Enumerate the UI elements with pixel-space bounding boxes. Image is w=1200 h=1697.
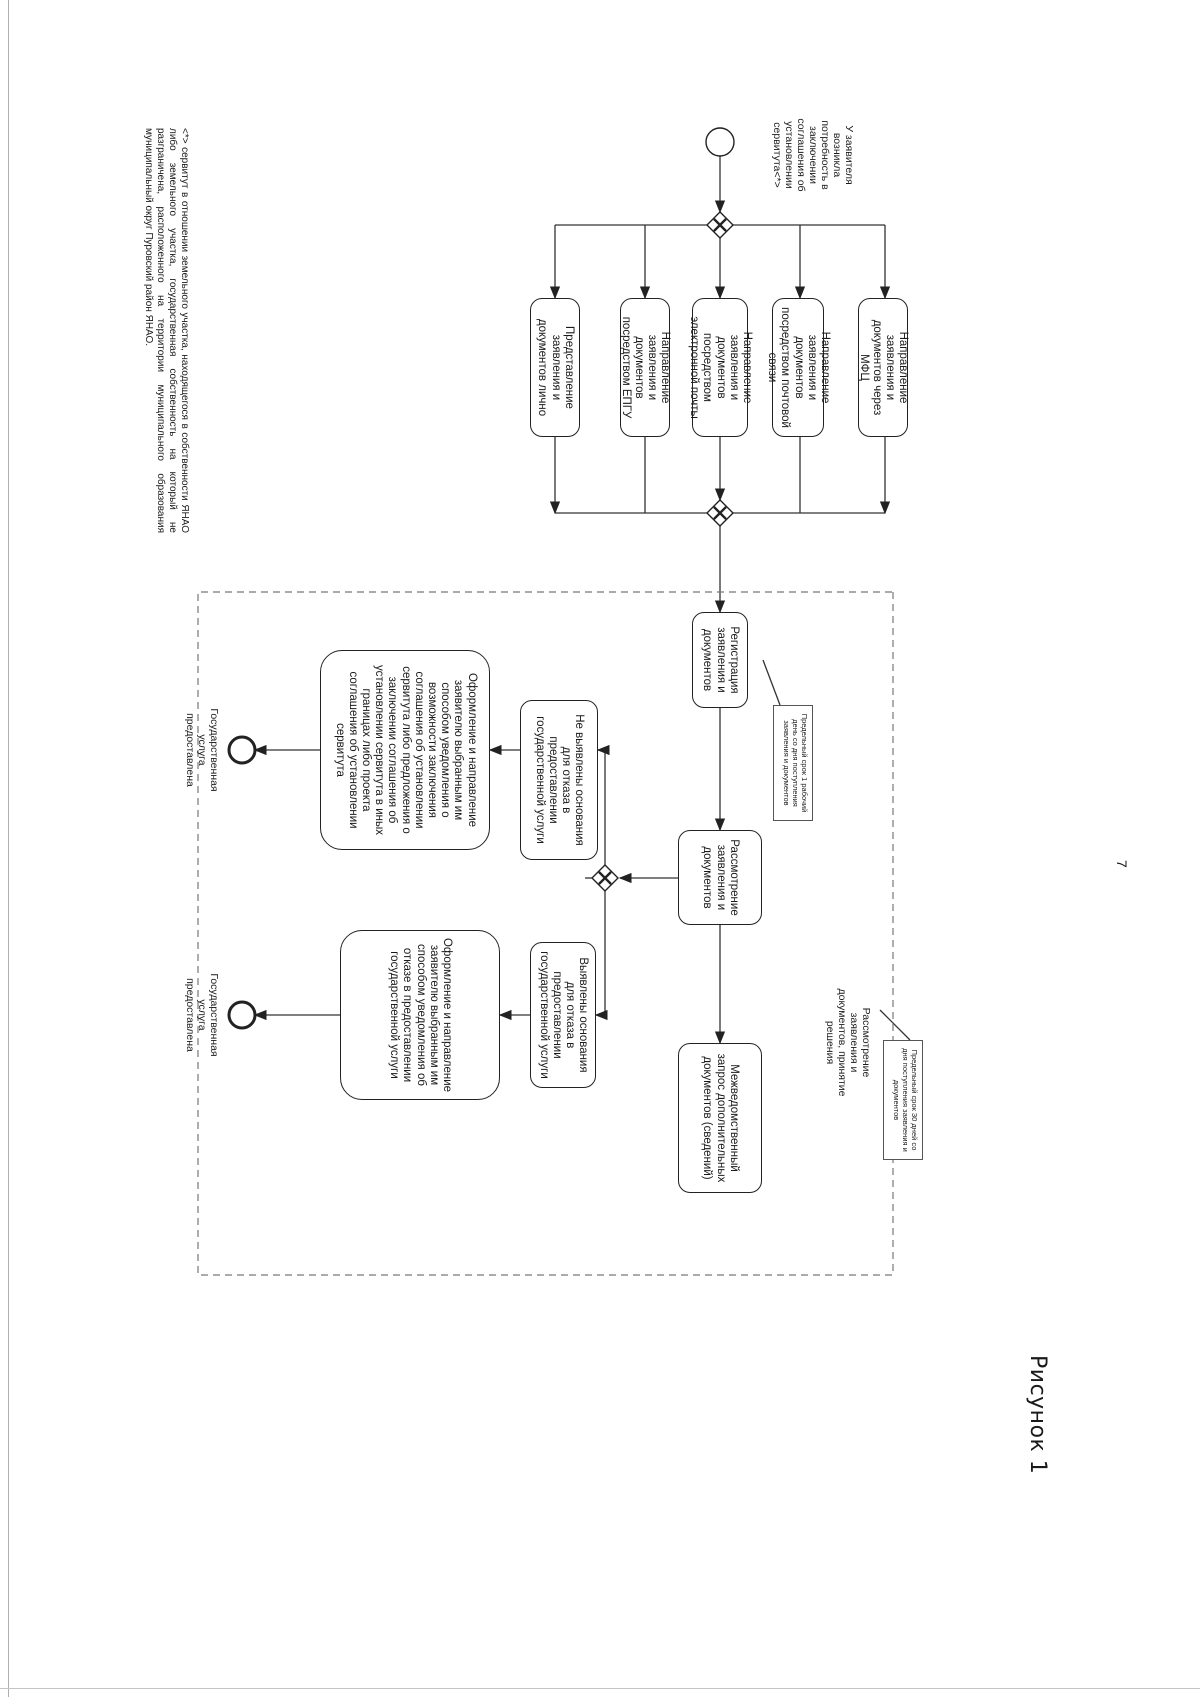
footnote: <*> сервитут в отношении земельного учас… [143, 128, 190, 533]
channel-epgu: Направление заявления и документов посре… [620, 298, 671, 437]
channel-in-person: Представление заявления и документов лич… [530, 298, 580, 437]
channel-mfc: Направление заявления и документов через… [858, 298, 909, 437]
end-event-label: Государственная услуга предоставлена [183, 973, 220, 1057]
channel-post: Направление заявления и документов посре… [766, 298, 831, 437]
registration-deadline-note: Предельный срок 1 рабочий день со дня по… [773, 705, 813, 821]
registration-task: Регистрация заявления и документов [692, 612, 748, 708]
interagency-request-task: Межведомственный запрос дополнительных д… [678, 1043, 762, 1193]
channel-email: Направление заявления и документов посре… [688, 298, 753, 437]
start-event-label: У заявителя возникла потребность в заклю… [770, 118, 855, 192]
page-border [8, 0, 9, 1697]
figure-caption: Рисунок 1 [1025, 1355, 1050, 1475]
positive-result-task: Оформление и направление заявителю выбра… [320, 650, 490, 850]
review-task: Рассмотрение заявления и документов [678, 830, 762, 925]
page-number: 7 [1114, 860, 1130, 868]
review-deadline-note: Предельный срок 30 дней со дня поступлен… [883, 1040, 923, 1160]
grounds-found-task: Выявлены основания для отказа в предоста… [530, 942, 596, 1088]
end-event-label: Государственная услуга предоставлена [183, 708, 220, 792]
review-group-label: Рассмотрение заявления и документов, при… [823, 988, 872, 1097]
negative-result-task: Оформление и направление заявителю выбра… [340, 930, 500, 1100]
page-border [0, 1688, 1200, 1689]
no-grounds-task: Не выявлены основания для отказа в предо… [520, 700, 598, 860]
